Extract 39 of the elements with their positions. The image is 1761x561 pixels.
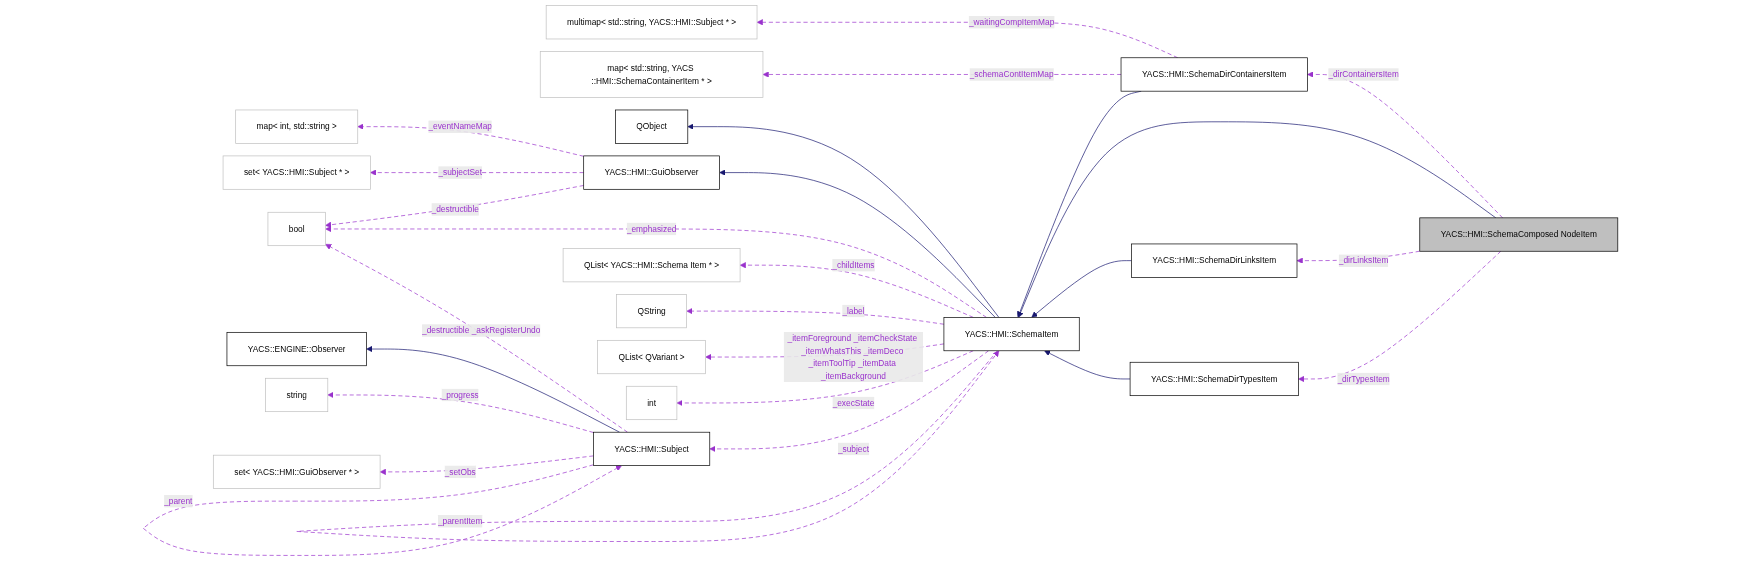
node-box: YACS::HMI::GuiObserver xyxy=(583,155,720,190)
edge-label: _setObs xyxy=(444,467,476,477)
edge-label: _destructible _askRegisterUndo xyxy=(422,325,541,336)
edge-label: _progress xyxy=(441,390,479,400)
node-box: bool xyxy=(267,211,326,247)
node-box: multimap< std::string, YACS::HMI::Subject * > xyxy=(545,5,758,40)
edge-label: _execState xyxy=(832,398,875,408)
edge-label: _subjectSet xyxy=(438,167,482,178)
edge-label: _dirContainersItem xyxy=(1328,69,1399,80)
node-box: YACS::HMI::SchemaDirContainersItem xyxy=(1120,57,1308,92)
edge-label: _label xyxy=(842,306,865,316)
node-box: QString xyxy=(616,294,687,329)
edge-label: _parentItem xyxy=(437,516,483,527)
node-box: YACS::HMI::SchemaDirLinksItem xyxy=(1131,243,1298,278)
node-box: int xyxy=(625,385,678,421)
node-box: set< YACS::HMI::Subject * > xyxy=(222,155,371,190)
node-box: map< int, std::string > xyxy=(235,109,359,144)
node-box: YACS::HMI::SchemaDirTypesItem xyxy=(1129,361,1299,397)
edge-label: _childItems xyxy=(832,260,875,271)
edge-label: _dirLinksItem xyxy=(1338,255,1389,266)
node-box: QList< YACS::HMI::Schema Item * > xyxy=(562,248,741,283)
edge-label: _schemaContItemMap xyxy=(969,69,1054,80)
node-box: YACS::HMI::SchemaItem xyxy=(943,317,1080,352)
edge-label: _waitingCompItemMap xyxy=(968,17,1055,28)
node-box: map< std::string, YACS ::HMI::SchemaContainerItem * > xyxy=(539,51,764,98)
node-box: YACS::ENGINE::Observer xyxy=(226,331,367,367)
edge-label: _dirTypesItem xyxy=(1337,374,1390,384)
edge-label: _emphasized xyxy=(626,224,677,234)
node-box: YACS::HMI::SchemaComposed NodeItem xyxy=(1419,217,1619,252)
node-box: QObject xyxy=(615,109,689,144)
edge-label: _subject xyxy=(837,444,869,454)
node-box: QList< QVariant > xyxy=(597,340,706,375)
node-box: YACS::HMI::Subject xyxy=(593,431,711,466)
edge-label: _destructible xyxy=(431,204,479,215)
edge-label: _parent xyxy=(164,496,193,507)
node-box: set< YACS::HMI::GuiObserver * > xyxy=(212,454,381,489)
edge-label: _itemForeground _itemCheckState _itemWhatsThis _itemDeco _itemToolTip _itemData _itemBackground xyxy=(787,333,918,381)
node-box: string xyxy=(265,377,329,413)
edge-label: _eventNameMap xyxy=(428,121,492,132)
